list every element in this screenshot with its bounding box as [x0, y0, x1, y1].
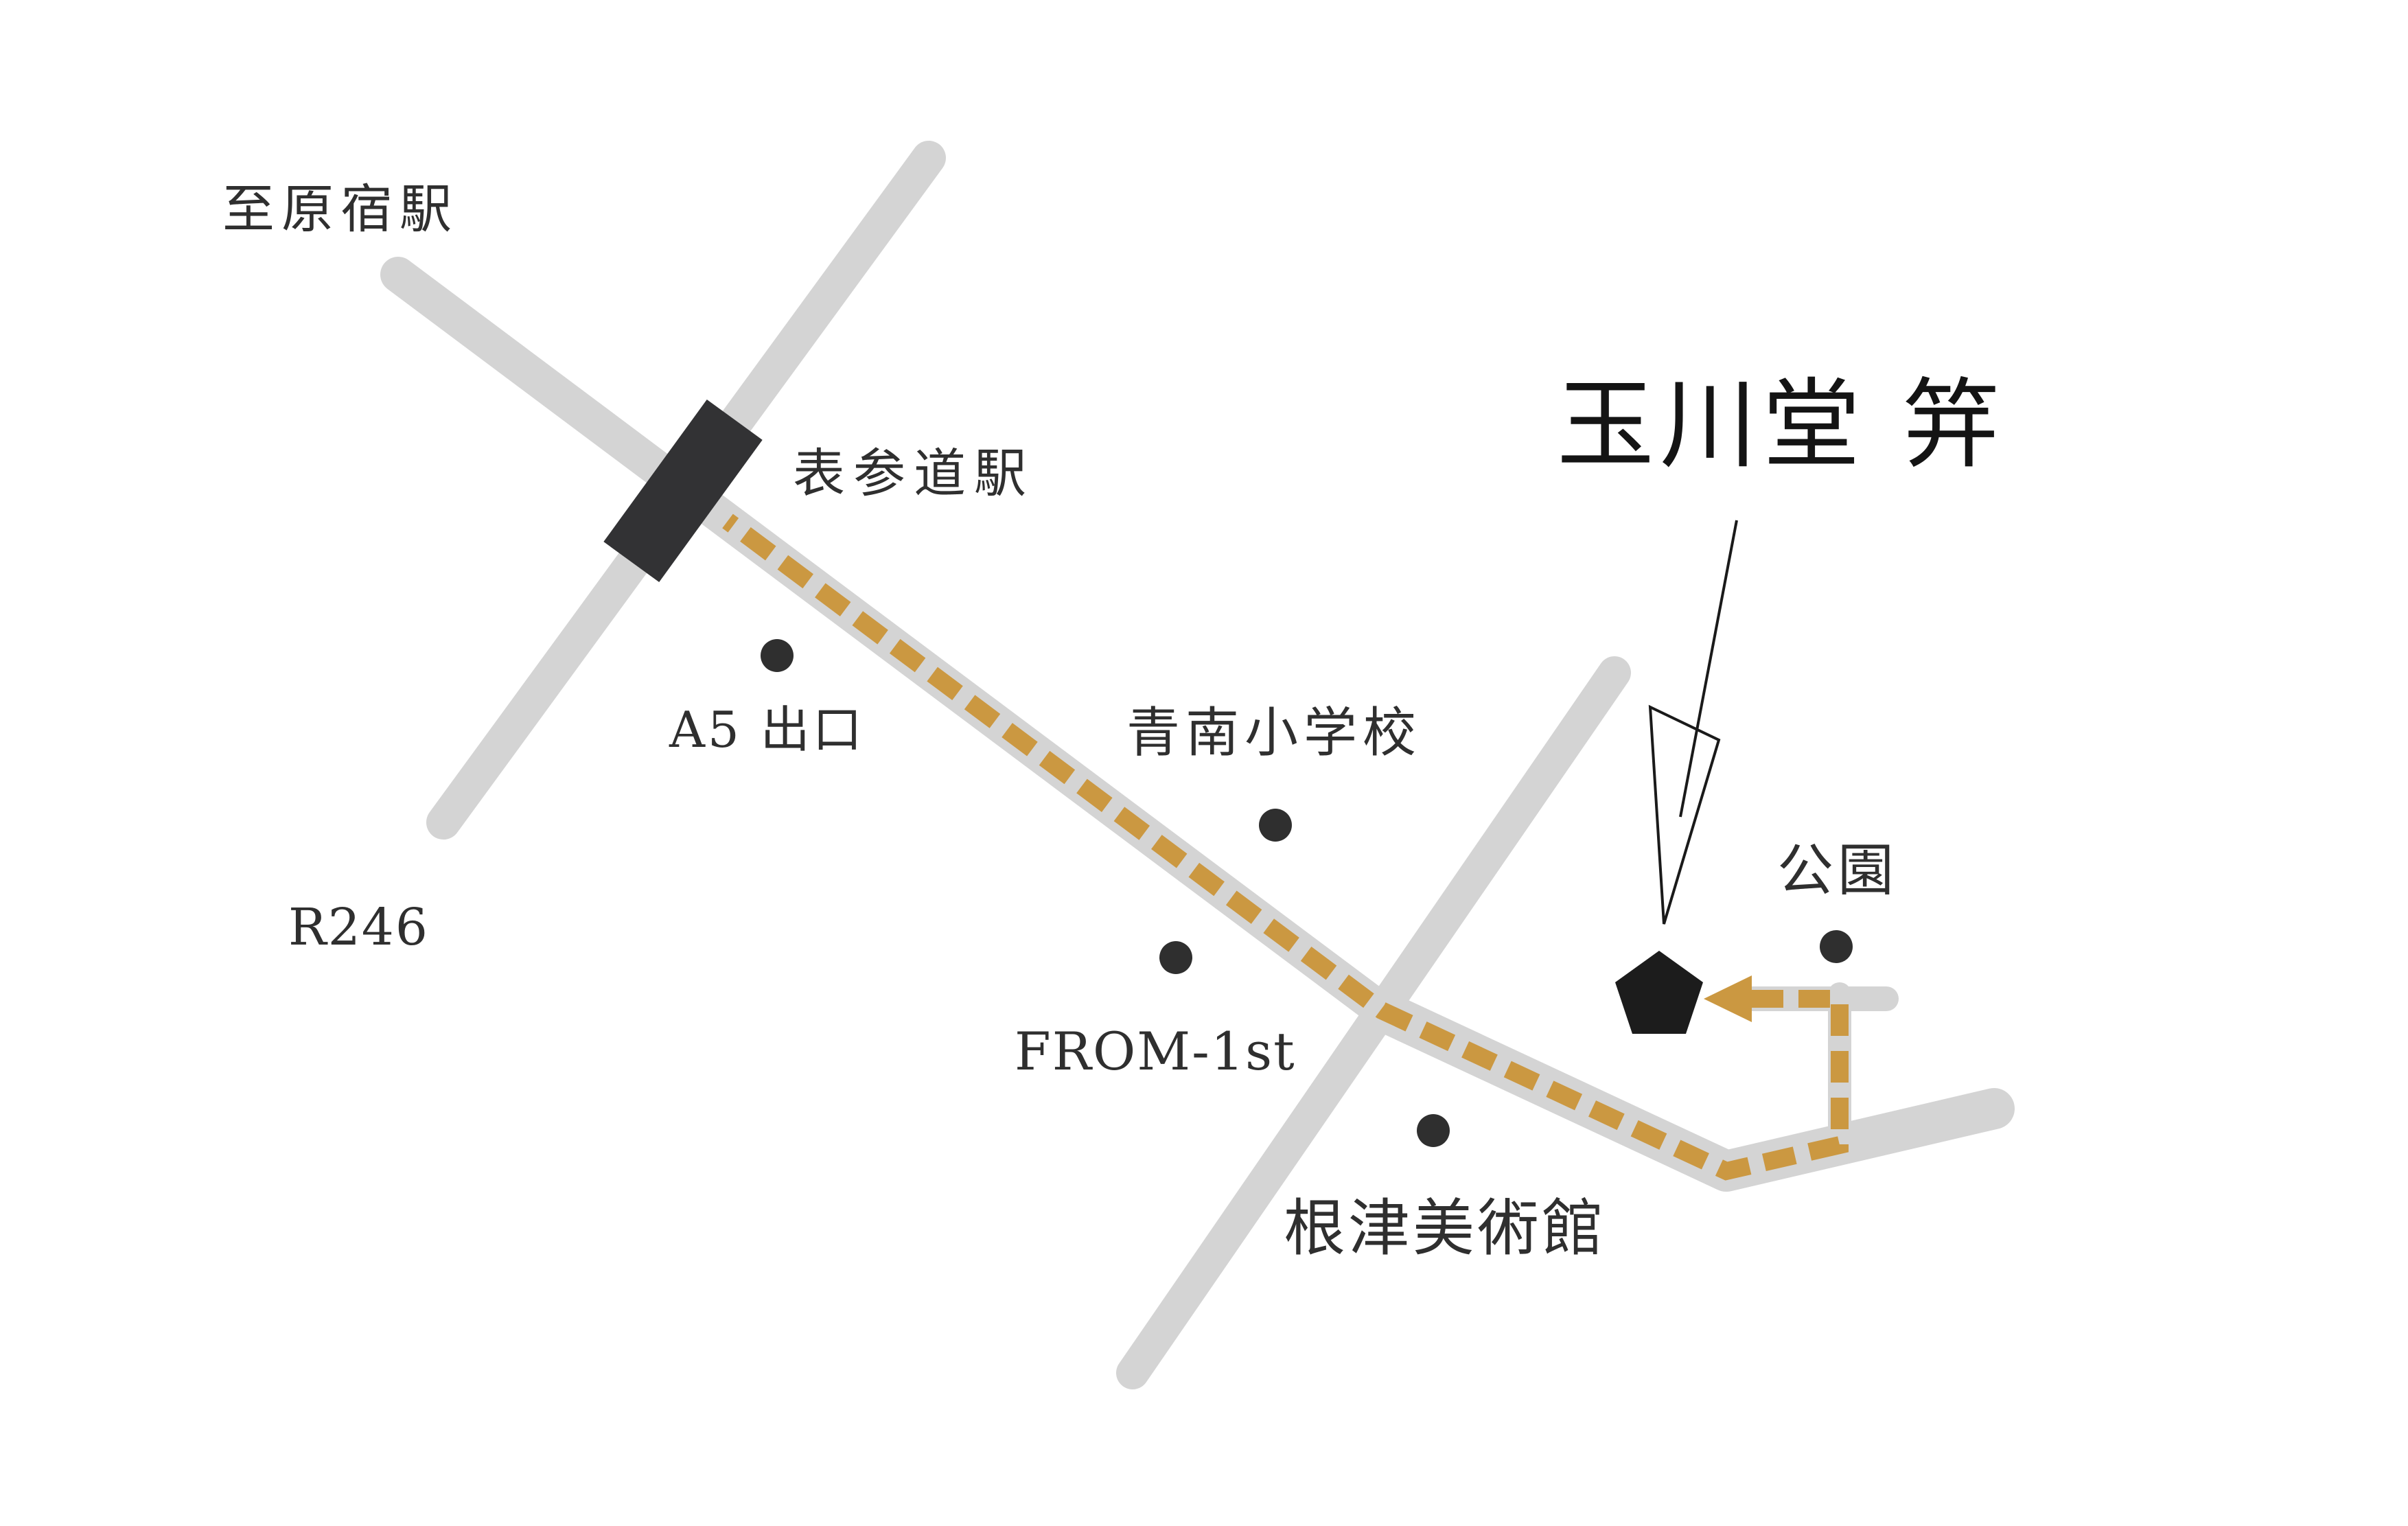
label-nezu-museum: 根津美術館 — [1284, 1192, 1606, 1264]
roads-layer — [380, 141, 2015, 1389]
dot-a5-exit — [761, 639, 794, 672]
dot-park — [1820, 930, 1853, 963]
station-marker — [603, 400, 763, 582]
dots-layer — [761, 639, 1853, 1147]
route-layer — [722, 513, 1849, 1181]
road-cross-street — [1116, 656, 1631, 1389]
label-seinan-school: 青南小学校 — [1126, 702, 1422, 764]
shop-pentagon-marker — [1615, 951, 1703, 1034]
route-dashed-path — [722, 513, 1849, 1181]
pointer-arrowhead — [1648, 704, 1721, 925]
pointer-leader-line — [1679, 520, 1738, 818]
label-park: 公園 — [1777, 838, 1898, 903]
label-a5-exit: A5 出口 — [669, 701, 865, 759]
label-to-harajuku: 至原宿駅 — [222, 178, 459, 240]
pointer-layer — [1648, 520, 1738, 925]
dot-seinan-school — [1259, 809, 1292, 842]
station-layer — [603, 400, 763, 582]
marker-layer — [1615, 951, 1703, 1034]
label-r246: R246 — [288, 898, 429, 957]
dot-from-1st — [1159, 941, 1192, 974]
route-arrow-icon — [1704, 975, 1752, 1022]
label-omotesando-station: 表参道駅 — [793, 443, 1034, 504]
map-title: 玉川堂 笄 — [1557, 369, 2005, 482]
label-from-1st: FROM-1st — [1015, 1021, 1296, 1082]
dot-nezu-museum — [1417, 1114, 1450, 1147]
